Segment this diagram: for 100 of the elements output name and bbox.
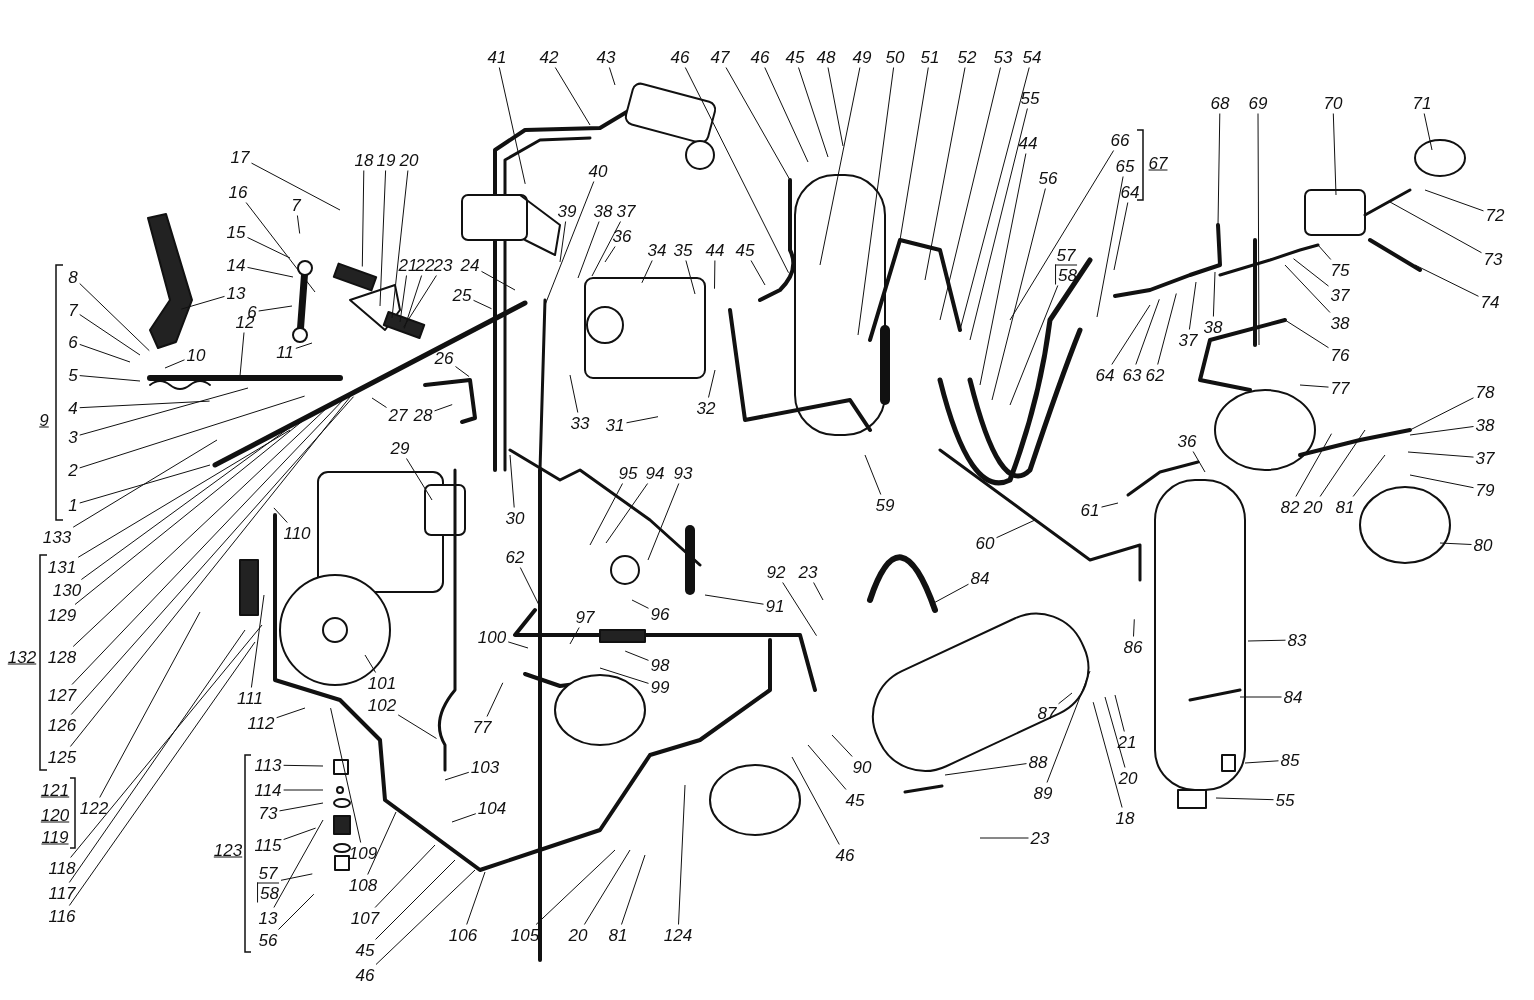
callout-number: 2 [68,460,78,480]
callout-number: 96 [650,604,670,624]
callout-number: 120 [40,805,70,825]
leader-line [1157,293,1177,365]
leader-line [466,871,486,925]
callout-number: 80 [1473,535,1493,555]
callout-number: 79 [1475,480,1495,500]
leader-line [509,454,515,508]
callout-number: 39 [557,201,577,221]
callout-number: 44 [1018,133,1038,153]
callout-number: 7 [68,300,78,320]
leader-line [79,283,150,352]
callout-number: 48 [816,47,836,67]
callout-number: 98 [650,655,670,675]
callout-number: 128 [47,647,77,667]
callout-number: 71 [1412,93,1432,113]
leader-line [899,67,929,241]
callout-number: 77 [472,717,492,737]
leader-line [1319,429,1366,497]
leader-line [819,67,861,266]
callout-number: 31 [605,415,625,435]
leader-line [374,844,436,908]
leader-line [969,108,1028,341]
callout-number: 74 [1480,292,1500,312]
callout-number: 37 [1475,448,1495,468]
callout-number: 101 [367,673,397,693]
leader-line [979,153,1027,386]
callout-number: 26 [434,348,454,368]
callout-number: 1 [68,495,78,515]
callout-number: 47 [710,47,730,67]
leader-line [1212,271,1216,317]
callout-number: 104 [477,798,507,818]
leader-line [1299,384,1329,388]
leader-line [996,519,1036,539]
leader-line [1293,258,1329,287]
leader-line [1113,202,1129,271]
leader-line [273,507,288,523]
leader-line [486,682,504,717]
leader-line [399,275,407,323]
callout-number: 78 [1475,382,1495,402]
callout-number: 102 [367,695,397,715]
leader-line [1247,639,1286,642]
leader-line [827,67,844,147]
leader-line [685,260,696,295]
leader-line [1257,113,1260,346]
leader-line [280,873,313,881]
leader-line [507,641,529,649]
leader-line [99,611,201,798]
callout-number: 68 [1210,93,1230,113]
leader-line [544,181,595,306]
callout-number: 53 [993,47,1013,67]
callout-number: 32 [696,398,716,418]
leader-line [959,67,1030,331]
callout-number: 109 [348,843,378,863]
leader-line [250,594,265,688]
leader-line [519,567,540,607]
leader-line [1092,701,1123,808]
callout-number: 115 [254,835,282,855]
leader-line [1192,451,1206,473]
callout-number: 57 [1056,245,1076,265]
leader-line [1101,502,1119,508]
callout-number: 38 [1203,317,1223,337]
callout-number: 59 [875,495,895,515]
callout-number: 62 [505,547,525,567]
callout-number: 56 [258,930,278,950]
callout-number: 42 [539,47,559,67]
callout-number: 37 [1178,330,1198,350]
leader-line [589,483,623,546]
callout-number: 58 [1055,264,1077,285]
callout-number: 56 [1038,168,1058,188]
callout-number: 3 [68,427,78,447]
leader-line [473,299,492,310]
callout-number: 38 [593,201,613,221]
callout-number: 55 [1275,790,1295,810]
callout-number: 97 [575,607,595,627]
leader-line [330,707,362,843]
leader-line [391,170,409,319]
callout-number: 54 [1022,47,1042,67]
callout-number: 38 [1330,313,1350,333]
leader-line [79,395,306,469]
callout-number: 93 [673,463,693,483]
leader-line [1352,454,1386,497]
callout-number: 29 [390,438,410,458]
leader-line [1389,201,1482,254]
callout-number: 83 [1287,630,1307,650]
callout-number: 28 [413,405,433,425]
leader-line [79,375,141,382]
leader-line [451,813,477,823]
leader-line [714,260,716,290]
leader-line [929,583,969,606]
callout-number: 34 [647,240,667,260]
callout-number: 88 [1028,752,1048,772]
callout-number: 20 [399,150,419,170]
leader-line [371,397,387,408]
leader-line [1295,433,1332,497]
callout-number: 81 [1335,497,1355,517]
leader-line [80,419,301,580]
callout-number: 36 [1177,431,1197,451]
callout-number: 4 [68,398,78,418]
callout-number: 57 [258,863,278,883]
